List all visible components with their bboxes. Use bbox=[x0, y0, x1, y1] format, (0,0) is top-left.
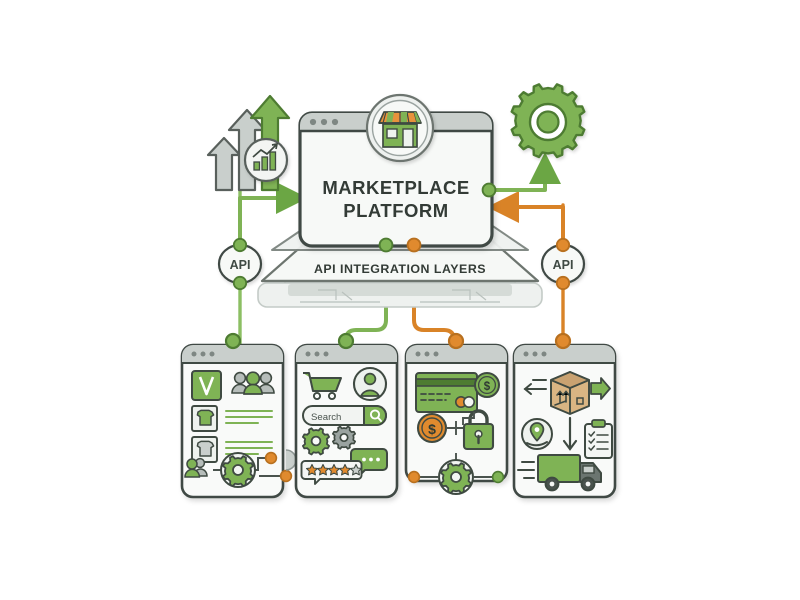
window-dot bbox=[424, 351, 430, 357]
search-input[interactable]: Search bbox=[311, 412, 341, 423]
connector-node bbox=[407, 470, 421, 484]
arrow-right-icon bbox=[590, 377, 611, 400]
card-payments[interactable]: $ $ bbox=[404, 332, 509, 495]
credit-card-icon bbox=[415, 372, 478, 413]
page-title-line1: MARKETPLACE bbox=[322, 177, 469, 198]
window-dot bbox=[320, 118, 328, 126]
tshirt-product-icon bbox=[196, 409, 215, 426]
api-badge-right-label: API bbox=[553, 258, 574, 272]
clipboard-checklist-icon bbox=[584, 419, 613, 459]
window-dot bbox=[305, 351, 311, 357]
star-rating-icon bbox=[300, 460, 363, 485]
connector-node bbox=[554, 332, 572, 350]
user-group-icon bbox=[231, 371, 275, 395]
dollar-coin-green-icon: $ bbox=[474, 372, 500, 398]
window-dot bbox=[200, 351, 206, 357]
card-catalog[interactable] bbox=[180, 332, 297, 499]
search-bar[interactable]: Search bbox=[302, 405, 388, 426]
card-storefront[interactable]: Search bbox=[294, 332, 399, 499]
laptop-vent-lines bbox=[300, 289, 500, 303]
shopping-cart-icon bbox=[303, 372, 342, 401]
gear-gray-icon bbox=[332, 425, 356, 450]
dollar-coin-orange-icon: $ bbox=[416, 412, 448, 444]
growth-arrows-icon bbox=[206, 94, 291, 192]
connector-node bbox=[264, 451, 278, 465]
gear-icon bbox=[302, 427, 330, 456]
window-dot bbox=[314, 351, 320, 357]
window-dot bbox=[433, 351, 439, 357]
page-title-line2: PLATFORM bbox=[343, 200, 448, 221]
window-dot bbox=[523, 351, 529, 357]
storefront-icon bbox=[365, 93, 435, 163]
window-dot bbox=[191, 351, 197, 357]
connector-node bbox=[224, 332, 242, 350]
bar-chart-icon bbox=[252, 142, 279, 171]
api-badge-right: API bbox=[540, 237, 586, 291]
connector-node bbox=[447, 332, 465, 350]
gear-icon bbox=[440, 462, 472, 494]
card-logistics[interactable] bbox=[512, 332, 617, 499]
connector-node bbox=[555, 275, 571, 291]
connector-node-screen-right bbox=[481, 182, 497, 198]
window-dot bbox=[415, 351, 421, 357]
connector-node bbox=[337, 332, 355, 350]
search-icon bbox=[369, 409, 381, 420]
window-dot bbox=[541, 351, 547, 357]
delivery-truck-icon bbox=[517, 454, 602, 492]
arrow-left-icon bbox=[523, 379, 547, 395]
window-dot bbox=[309, 118, 317, 126]
connector-node bbox=[232, 237, 248, 253]
api-integration-layers-label: API INTEGRATION LAYERS bbox=[314, 262, 486, 276]
connector-node-screen-bottom-orange bbox=[406, 237, 422, 253]
svg-text:$: $ bbox=[428, 421, 436, 437]
connector-node bbox=[555, 237, 571, 253]
search-button bbox=[363, 405, 388, 426]
window-dot bbox=[532, 351, 538, 357]
api-badge-left: API bbox=[217, 237, 263, 291]
window-dot bbox=[323, 351, 329, 357]
user-avatar-icon bbox=[352, 366, 388, 402]
arrow-down-icon bbox=[562, 416, 578, 451]
window-dot bbox=[331, 118, 339, 126]
connector-node bbox=[279, 469, 293, 483]
user-group-small-icon bbox=[184, 457, 208, 478]
parcel-box-icon bbox=[550, 371, 590, 415]
gear-icon bbox=[510, 83, 586, 159]
connector-node bbox=[491, 470, 505, 484]
gear-icon bbox=[222, 455, 254, 487]
vendor-logo-icon bbox=[191, 370, 222, 401]
tshirt-product-gray-icon bbox=[196, 440, 215, 457]
text-lines bbox=[225, 410, 273, 424]
window-dot bbox=[209, 351, 215, 357]
svg-text:$: $ bbox=[484, 381, 491, 393]
connector-node bbox=[232, 275, 248, 291]
api-badge-left-label: API bbox=[230, 258, 251, 272]
location-pin-hand-icon bbox=[521, 418, 553, 450]
connector-node-screen-bottom-green bbox=[378, 237, 394, 253]
